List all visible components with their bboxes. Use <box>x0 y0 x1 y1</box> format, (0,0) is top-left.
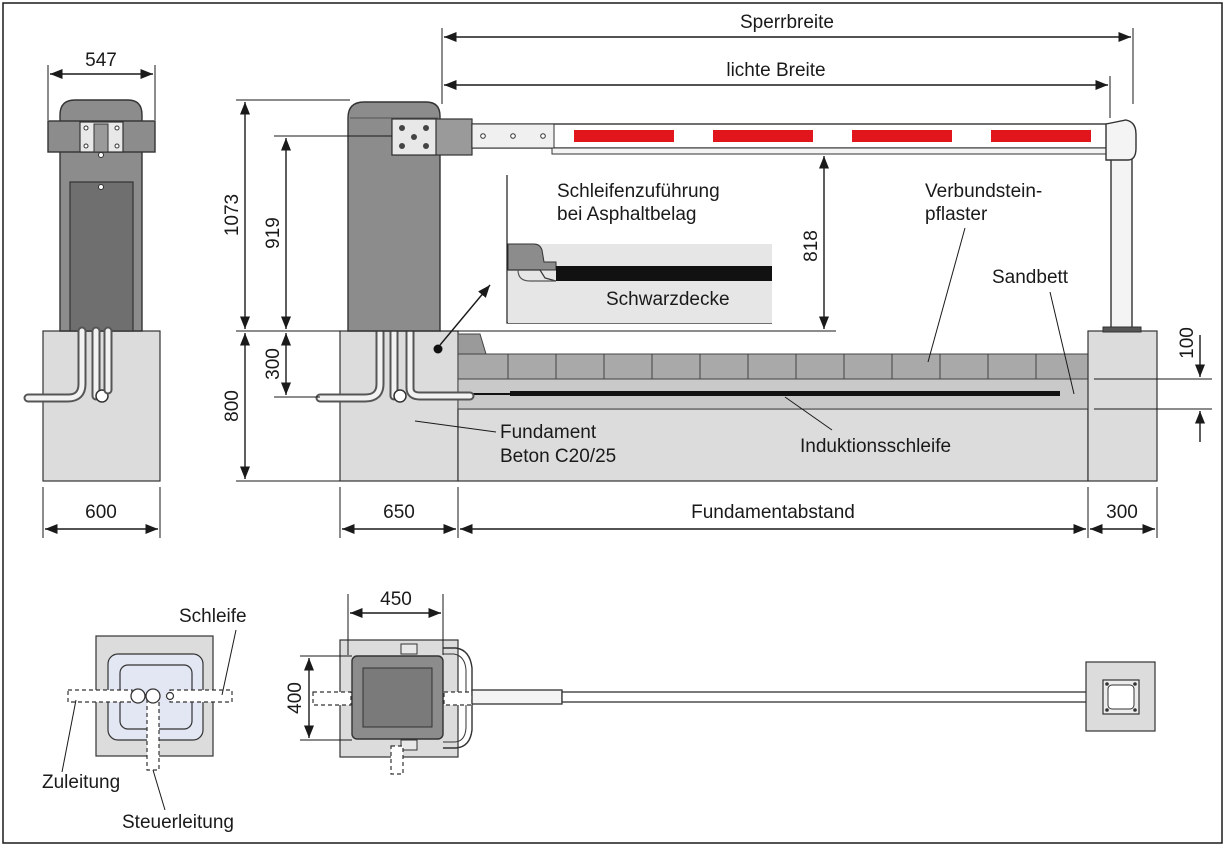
label-asphaltbelag: bei Asphaltbelag <box>557 204 696 225</box>
dim-450: 450 <box>380 589 412 610</box>
dim-400: 400 <box>285 682 306 714</box>
side-housing-door <box>69 181 134 332</box>
dim-650: 650 <box>383 502 415 523</box>
dim-818: 818 <box>801 230 822 262</box>
plan-conduit-right <box>443 691 473 706</box>
front-elevation: Schleifenzuführung bei Asphaltbelag Schw… <box>222 12 1212 538</box>
label-schleife: Schleife <box>179 606 247 627</box>
label-steuerleitung: Steuerleitung <box>122 812 234 833</box>
asphalt-layer <box>556 266 772 281</box>
label-induktionsschleife: Induktionsschleife <box>800 436 951 457</box>
label-zuleitung: Zuleitung <box>42 772 120 793</box>
asphalt-detail: Schleifenzuführung bei Asphaltbelag Schw… <box>506 175 772 324</box>
support-post <box>1110 149 1133 332</box>
foundation-plan-view: Schleife Zuleitung Steuerleitung <box>42 606 247 833</box>
dim-600: 600 <box>85 502 117 523</box>
plan-conduit-bottom <box>390 745 404 775</box>
barrier-boom <box>471 123 1118 155</box>
side-view: 547 600 <box>23 50 161 538</box>
dim-fundamentabstand: Fundamentabstand <box>691 502 855 523</box>
induction-loop <box>510 391 1060 396</box>
dim-300-vertical: 300 <box>263 348 284 380</box>
plan-steuerleitung-duct <box>146 699 160 771</box>
label-pflaster: pflaster <box>925 204 988 225</box>
barrier-plan-view: 450 400 <box>285 589 1156 775</box>
label-beton: Beton C20/25 <box>500 446 616 467</box>
dim-lichte-breite: lichte Breite <box>726 60 825 81</box>
loop-entry-point <box>433 344 443 354</box>
plan-conduit-left <box>312 691 352 706</box>
side-foundation <box>42 330 161 482</box>
dim-sperrbreite: Sperrbreite <box>740 12 834 33</box>
plan-post-foundation <box>1085 661 1156 732</box>
dim-547: 547 <box>85 50 117 71</box>
dim-800: 800 <box>222 390 243 422</box>
label-fundament: Fundament <box>500 422 597 443</box>
label-schleifenzufuehrung: Schleifenzuführung <box>557 181 720 202</box>
label-sandbett: Sandbett <box>992 267 1069 288</box>
plan-boom <box>561 691 1109 703</box>
reflector-3 <box>852 130 952 142</box>
main-foundation-slab <box>457 408 1089 482</box>
main-foundation-right <box>1087 330 1158 482</box>
dim-919: 919 <box>263 217 284 249</box>
label-schwarzdecke: Schwarzdecke <box>606 289 730 310</box>
dim-300-horizontal: 300 <box>1106 502 1138 523</box>
label-verbundstein: Verbundstein- <box>925 181 1042 202</box>
reflector-2 <box>713 130 813 142</box>
main-foundation-left <box>339 330 459 482</box>
dim-1073: 1073 <box>222 194 243 236</box>
barrier-housing <box>347 101 441 332</box>
reflector-4 <box>991 130 1091 142</box>
reflector-1 <box>574 130 674 142</box>
pavers <box>457 353 1089 380</box>
dim-100: 100 <box>1177 327 1198 359</box>
plan-zuleitung-duct <box>67 689 133 703</box>
